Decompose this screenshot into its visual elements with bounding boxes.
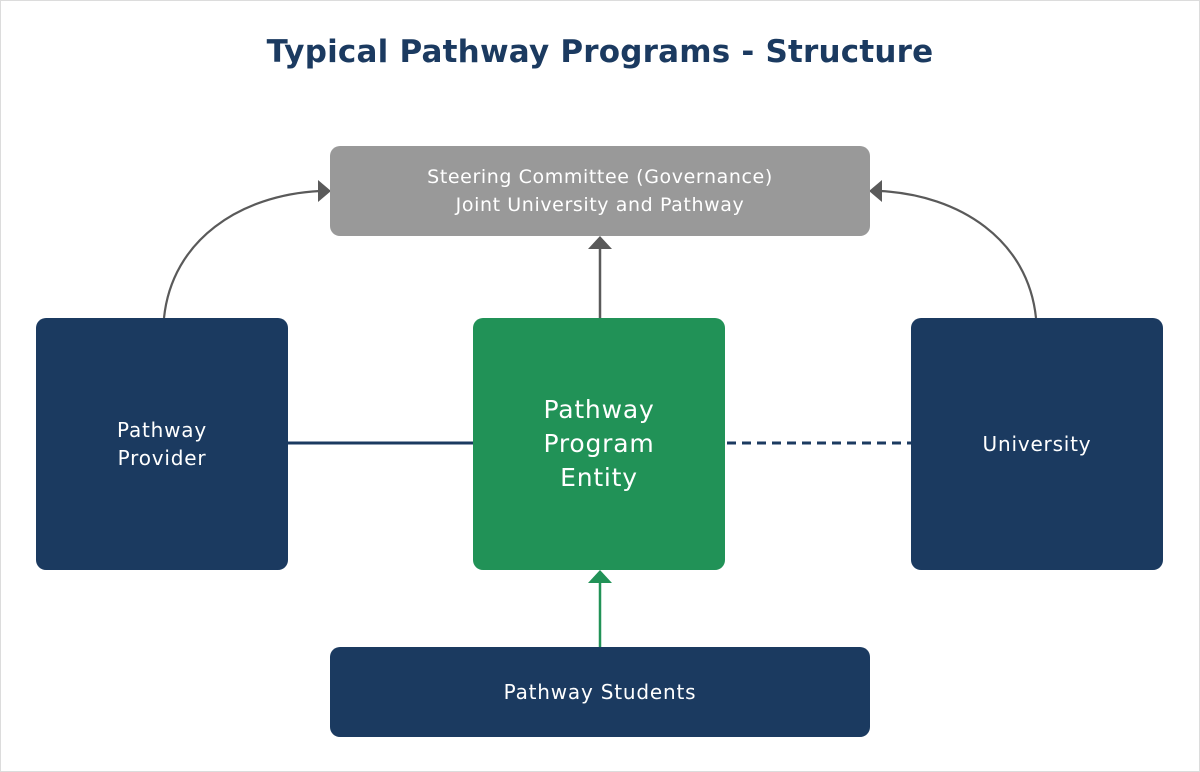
node-pathway-provider: Pathway Provider (36, 318, 288, 570)
node-steering-committee-line-1: Steering Committee (Governance) (427, 166, 773, 188)
node-pathway-students: Pathway Students (330, 647, 870, 737)
node-entity-line-2: Program (543, 429, 655, 458)
node-steering-committee: Steering Committee (Governance) Joint Un… (330, 146, 870, 236)
node-pathway-provider-line-1: Pathway (117, 418, 207, 442)
node-entity-line-3: Entity (560, 463, 638, 492)
node-pathway-program-entity: Pathway Program Entity (473, 318, 725, 570)
node-entity-line-1: Pathway (543, 395, 655, 424)
node-university: University (911, 318, 1163, 570)
node-pathway-students-label: Pathway Students (503, 680, 697, 704)
diagram-title: Typical Pathway Programs - Structure (266, 34, 934, 70)
node-pathway-provider-line-2: Provider (117, 446, 207, 470)
node-university-label: University (982, 432, 1092, 456)
node-steering-committee-line-2: Joint University and Pathway (455, 194, 745, 216)
